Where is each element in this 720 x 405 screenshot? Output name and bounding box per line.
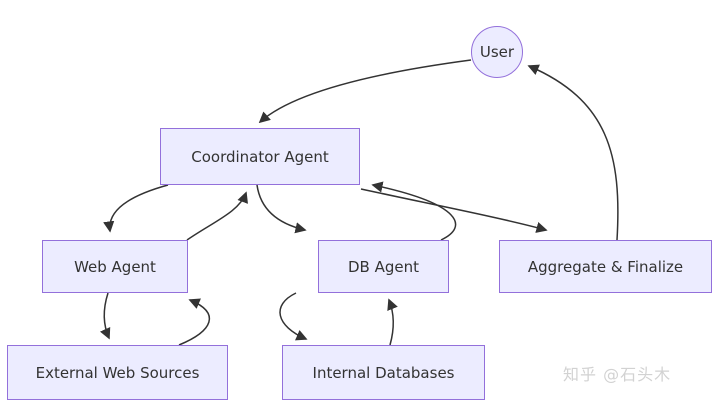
node-external-web-sources-label: External Web Sources (35, 363, 200, 382)
node-web-agent-label: Web Agent (74, 257, 156, 276)
edge-external-web-to-web-agent (178, 298, 211, 346)
edge-db-agent-to-coordinator (371, 181, 457, 241)
node-coordinator-agent: Coordinator Agent (160, 128, 360, 185)
edge-coordinator-to-aggregate (360, 188, 548, 233)
edge-web-agent-to-external-web (99, 292, 111, 340)
edge-web-agent-to-coordinator (186, 191, 248, 241)
node-coordinator-agent-label: Coordinator Agent (191, 147, 329, 166)
node-web-agent: Web Agent (42, 240, 188, 293)
node-db-agent-label: DB Agent (347, 257, 419, 276)
edge-internal-db-to-db-agent (387, 298, 398, 346)
node-aggregate-finalize-label: Aggregate & Finalize (527, 257, 684, 276)
edge-db-agent-to-internal-db (279, 292, 308, 341)
edge-user-to-coordinator (258, 59, 472, 124)
node-internal-databases-label: Internal Databases (312, 363, 455, 382)
edge-coordinator-to-db-agent (256, 184, 307, 234)
node-db-agent: DB Agent (318, 240, 449, 293)
node-user: User (471, 26, 523, 78)
edge-coordinator-to-web-agent (103, 184, 169, 233)
node-internal-databases: Internal Databases (282, 345, 485, 400)
node-user-label: User (479, 43, 515, 61)
node-external-web-sources: External Web Sources (7, 345, 228, 400)
zhihu-watermark: 知乎 @石头木 (563, 365, 672, 384)
edge-aggregate-to-user (527, 64, 619, 241)
node-aggregate-finalize: Aggregate & Finalize (499, 240, 712, 293)
